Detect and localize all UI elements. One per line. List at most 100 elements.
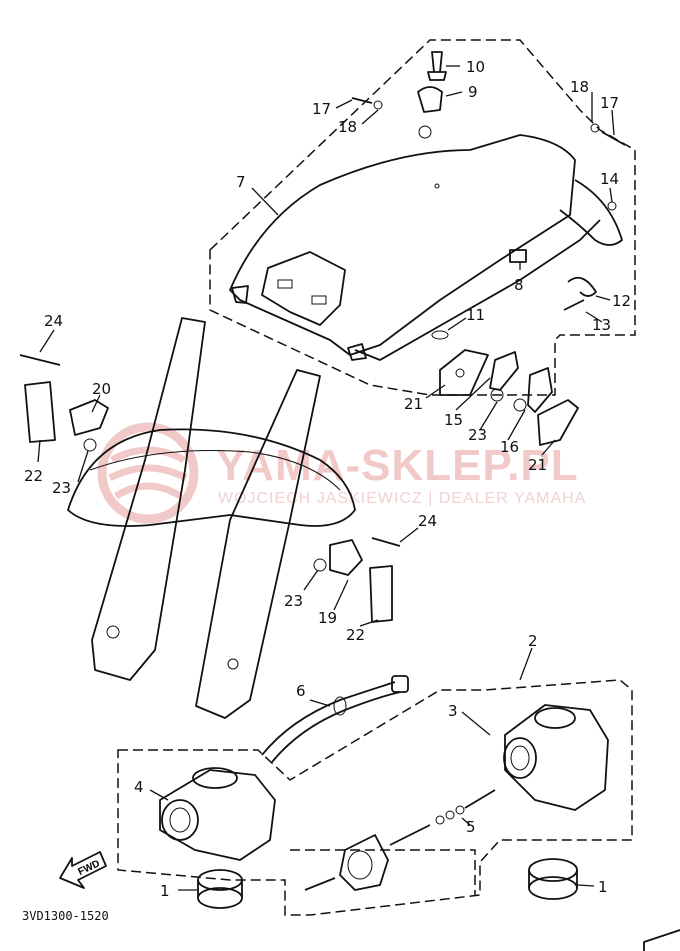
callout-15: 15 xyxy=(444,411,463,429)
screw-17-left xyxy=(351,97,373,104)
reflector-21-right xyxy=(537,399,579,446)
rear-fender-mount-hole xyxy=(418,125,432,139)
carburetor-4-top xyxy=(192,767,238,789)
washer-18-left xyxy=(373,100,383,110)
callout-9: 9 xyxy=(468,83,478,101)
callout-24-upper: 24 xyxy=(44,312,63,330)
callouts: 10 9 17 18 18 17 7 14 8 12 13 11 24 20 2… xyxy=(24,58,631,900)
callout-1-left: 1 xyxy=(160,882,170,900)
carburetor-3-bore-inner xyxy=(510,745,530,771)
callout-22-lower: 22 xyxy=(346,626,365,644)
rear-fender-bracket-arm xyxy=(559,179,623,246)
nut-23-lower xyxy=(313,558,327,572)
callout-17-left: 17 xyxy=(312,100,331,118)
carburetor-group-outline xyxy=(117,679,633,916)
reflector-21-left xyxy=(439,349,489,396)
callout-23-lower: 23 xyxy=(284,592,303,610)
joint-1-left xyxy=(197,869,243,909)
callout-23-upper: 23 xyxy=(52,479,71,497)
callout-6: 6 xyxy=(296,682,306,700)
nut-23-right xyxy=(513,398,527,412)
rear-hardware xyxy=(351,51,626,340)
callout-7: 7 xyxy=(236,173,246,191)
watermark-subtitle: WOJCIECH JASKIEWICZ | DEALER YAMAHA xyxy=(218,490,586,507)
carburetor-3-bore xyxy=(503,737,537,779)
bracket-15 xyxy=(489,351,519,391)
rear-fender-tail-tab xyxy=(347,343,367,361)
callout-4: 4 xyxy=(134,778,144,796)
carburetor-3 xyxy=(504,704,609,811)
fork-bolt-left xyxy=(106,625,120,639)
carburetor-4 xyxy=(159,769,276,861)
reflector-22-lower xyxy=(369,565,393,623)
fork-bolt-right xyxy=(227,658,239,670)
watermark-title: YAMA-SKLEP.PL xyxy=(216,441,579,490)
reflector-22-upper xyxy=(24,381,56,443)
screw-17-right xyxy=(601,131,626,146)
callout-17-right: 17 xyxy=(600,94,619,112)
callout-20: 20 xyxy=(92,380,111,398)
callout-13: 13 xyxy=(592,316,611,334)
rear-fender-bolt-hole xyxy=(434,183,440,189)
callout-19: 19 xyxy=(318,609,337,627)
drawing-code: 3VD1300-1520 xyxy=(22,909,109,923)
group-outlines xyxy=(117,39,636,916)
grommet-11 xyxy=(431,330,449,340)
pin-10 xyxy=(427,51,447,81)
watermark-logo-wave-icon xyxy=(108,446,188,500)
callout-10: 10 xyxy=(466,58,485,76)
callout-12: 12 xyxy=(612,292,631,310)
front-fender xyxy=(67,428,356,527)
callout-18-left: 18 xyxy=(338,118,357,136)
watermark-logo-icon xyxy=(97,422,199,524)
fork-tube-right xyxy=(195,369,321,719)
screw-small xyxy=(304,877,336,891)
callout-5: 5 xyxy=(466,818,476,836)
callout-1-right: 1 xyxy=(598,878,608,896)
callout-22-upper: 22 xyxy=(24,467,43,485)
bolt-24-lower xyxy=(371,537,401,547)
carburetor-4-bore-inner xyxy=(169,807,191,833)
bracket-16 xyxy=(527,367,553,413)
hose-6-end xyxy=(391,675,409,693)
callout-23-middle: 23 xyxy=(468,426,487,444)
rear-fender-group-outline xyxy=(209,39,636,396)
callout-21-left: 21 xyxy=(404,395,423,413)
intake-joint-bore xyxy=(347,850,373,880)
hose-6-clip xyxy=(333,696,347,716)
corner-mark xyxy=(643,929,680,951)
rear-fender-lip xyxy=(354,219,601,361)
callout-11: 11 xyxy=(466,306,485,324)
fwd-arrow-icon xyxy=(59,851,107,889)
fwd-arrow: FWD xyxy=(59,851,107,889)
bracket-20 xyxy=(69,399,109,436)
rear-fender-slot-right xyxy=(311,295,327,305)
rear-fender-slot-left xyxy=(277,279,293,289)
screw-5 xyxy=(464,789,496,809)
washer-5b xyxy=(445,810,455,820)
bracket-19 xyxy=(329,539,363,576)
spring-5 xyxy=(389,824,431,846)
callout-16: 16 xyxy=(500,438,519,456)
rear-fender-body xyxy=(229,134,576,356)
callout-8: 8 xyxy=(514,276,524,294)
washer-18-right xyxy=(590,123,600,133)
hose-6 xyxy=(261,681,396,756)
carburetor-inner-outline xyxy=(290,849,476,895)
callout-3: 3 xyxy=(448,702,458,720)
carburetor-4-bore xyxy=(161,799,199,841)
callout-14: 14 xyxy=(600,170,619,188)
screw-13 xyxy=(563,299,585,311)
nut-23-left xyxy=(490,388,504,402)
intake-joint xyxy=(339,834,389,891)
bolt-24-upper xyxy=(19,354,61,366)
front-fork-assembly xyxy=(67,317,356,719)
reflector-21-left-nut xyxy=(455,368,465,378)
front-fender-rib xyxy=(89,449,341,491)
joint-1-right xyxy=(528,858,578,900)
clamp-9 xyxy=(417,86,443,113)
nut-14 xyxy=(607,201,617,211)
carburetor-3-top xyxy=(534,707,576,729)
carburetor-assembly xyxy=(159,675,609,909)
